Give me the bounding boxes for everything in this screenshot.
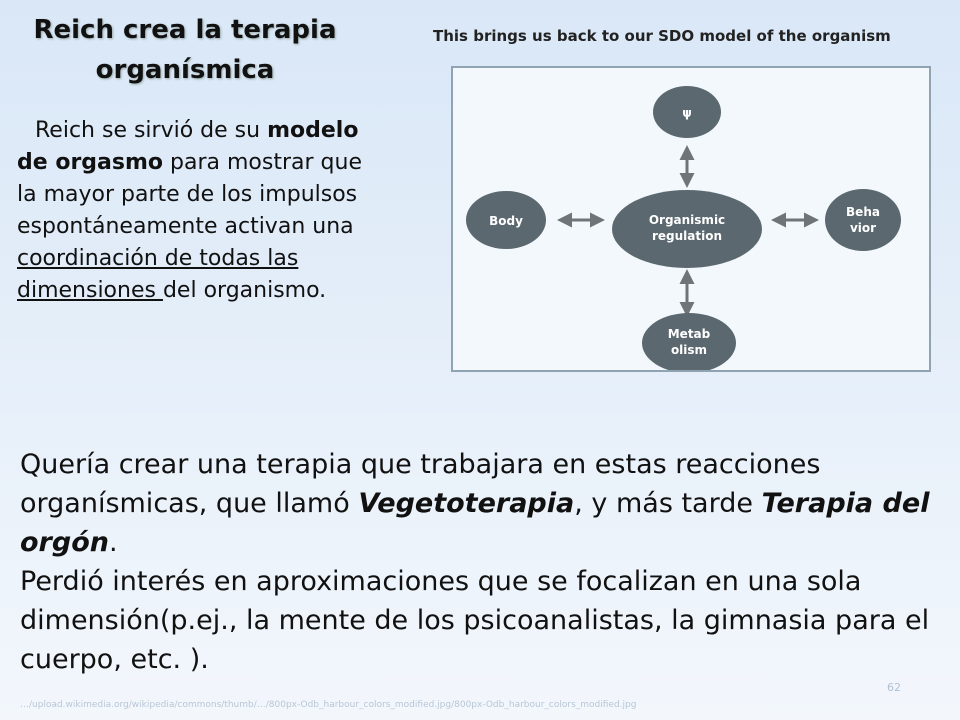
left-text-start: Reich se sirvió de su xyxy=(35,118,261,143)
slide-title: Reich crea la terapia organísmica xyxy=(10,10,360,90)
node-behavior xyxy=(825,189,901,251)
bottom-paragraph: Quería crear una terapia que trabajara e… xyxy=(20,445,945,679)
node-body-label: Body xyxy=(489,214,523,228)
node-metabolism xyxy=(642,313,736,370)
bottom-paragraph-2: Perdió interés en aproximaciones que se … xyxy=(20,566,930,675)
node-center-label-1: Organismic xyxy=(649,213,725,227)
left-paragraph: Reich se sirvió de su modelo de orgasmo … xyxy=(17,115,377,307)
sdo-diagram: ψ Organismic regulation Body Beha vior M… xyxy=(451,66,931,372)
node-center-label-2: regulation xyxy=(652,229,722,243)
sdo-diagram-svg: ψ Organismic regulation Body Beha vior M… xyxy=(466,86,901,370)
node-body xyxy=(466,191,546,249)
node-psi xyxy=(653,86,721,138)
node-organismic-regulation xyxy=(612,190,762,268)
node-behavior-label-1: Beha xyxy=(846,205,880,219)
left-text-middle: para mostrar que la mayor parte de los i… xyxy=(17,150,362,239)
bottom-text-2: , y más tarde xyxy=(574,488,762,519)
footer-source-url: …/upload.wikimedia.org/wikipedia/commons… xyxy=(20,700,637,710)
bottom-text-3: . xyxy=(108,527,118,558)
page-number: 62 xyxy=(887,681,901,694)
bottom-text-1: Quería crear una terapia que trabajara e… xyxy=(20,449,821,519)
node-psi-label: ψ xyxy=(682,106,692,120)
bottom-paragraph-1: Quería crear una terapia que trabajara e… xyxy=(20,445,945,562)
node-metabolism-label-2: olism xyxy=(671,343,707,357)
left-bold-term: modelo de orgasmo xyxy=(17,118,359,175)
term-vegetoterapia: Vegetoterapia xyxy=(358,488,575,519)
node-metabolism-label-1: Metab xyxy=(668,327,711,341)
left-text-end: del organismo. xyxy=(162,278,327,303)
node-behavior-label-2: vior xyxy=(850,221,876,235)
slide-title-line1: Reich crea la terapia xyxy=(33,15,337,45)
slide-title-line2: organísmica xyxy=(95,55,275,85)
figure-caption: This brings us back to our SDO model of … xyxy=(433,27,891,45)
term-terapia-orgon: Terapia del orgón xyxy=(20,488,930,558)
left-underlined-phrase: coordinación de todas las dimensiones xyxy=(17,246,299,303)
